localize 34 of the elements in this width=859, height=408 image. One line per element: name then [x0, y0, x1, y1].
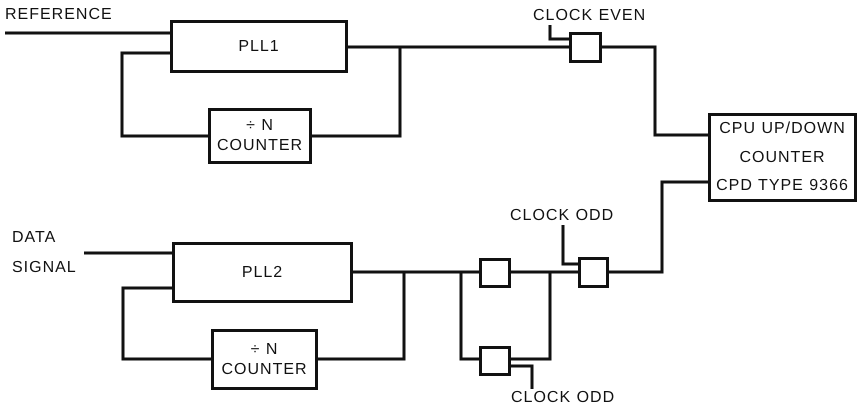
signal-label: CLOCK ODD: [511, 389, 633, 407]
gate-box: [578, 257, 609, 288]
block-label: CPD TYPE 9366: [716, 176, 849, 196]
signal-wire: [312, 46, 402, 138]
gate-box: [569, 32, 602, 63]
counter-block: [708, 113, 857, 202]
pll-block: [172, 242, 353, 303]
counter-block: [211, 329, 318, 390]
block-label: ÷ N COUNTER: [221, 340, 308, 380]
signal-label: DATA SIGNAL: [12, 223, 84, 283]
signal-wire: [5, 32, 170, 34]
signal-label: CLOCK EVEN: [533, 7, 663, 25]
signal-wire: [562, 225, 578, 266]
signal-label: REFERENCE: [5, 6, 135, 33]
gate-box: [479, 346, 511, 376]
signal-wire: [353, 270, 479, 360]
signal-wire: [122, 286, 211, 360]
signal-wire: [120, 52, 208, 138]
signal-wire: [84, 252, 172, 254]
block-label: COUNTER: [739, 148, 826, 168]
pll-block: [170, 20, 348, 73]
gate-box: [479, 258, 511, 288]
signal-label: CLOCK ODD: [510, 207, 632, 225]
signal-wire: [548, 25, 569, 40]
block-label: CPU UP/DOWN: [719, 119, 846, 139]
signal-wire: [602, 46, 708, 136]
signal-wire: [609, 180, 708, 274]
signal-wire: [511, 270, 578, 360]
block-label: ÷ N COUNTER: [216, 116, 304, 156]
signal-wire: [511, 364, 534, 389]
signal-wire: [318, 270, 406, 360]
counter-block: [208, 108, 312, 164]
block-label: PLL1: [238, 36, 280, 56]
block-label: PLL2: [242, 262, 284, 282]
